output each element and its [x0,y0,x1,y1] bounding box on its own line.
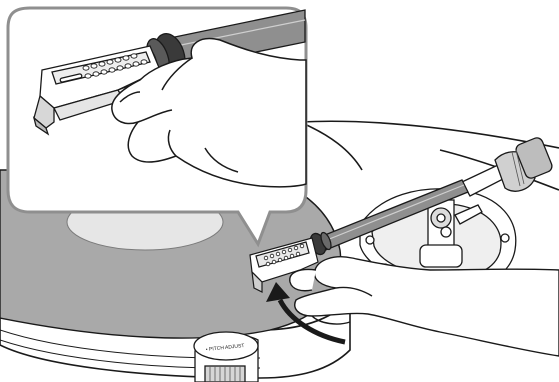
counterweight [462,136,554,196]
pitch-adjust-knob [194,332,258,382]
